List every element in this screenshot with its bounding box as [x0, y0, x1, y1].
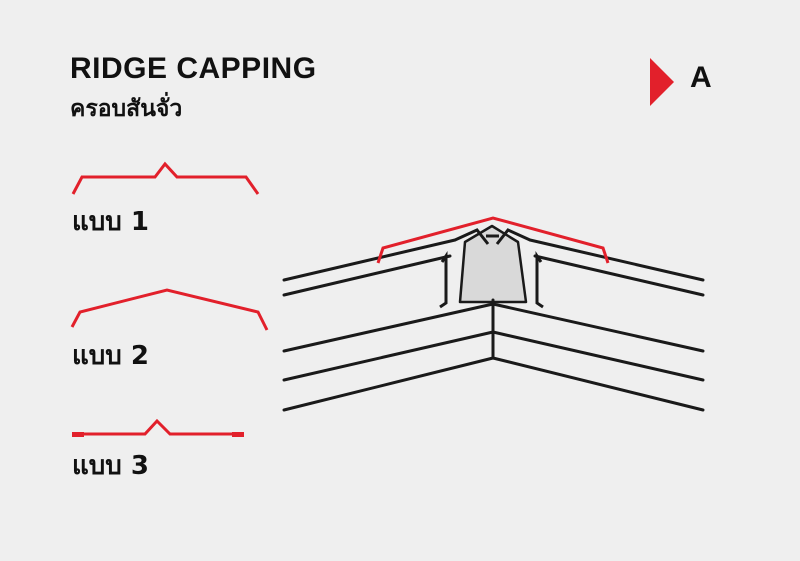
ridge-top-right-fold: [495, 228, 531, 245]
red-triangle-arrow-icon: [650, 58, 674, 106]
ridge-filler-block: [458, 224, 528, 304]
profile-2-label: แบบ 2: [72, 341, 149, 371]
profile-1-shape: [71, 161, 260, 195]
roof-lower-layers: [282, 298, 705, 412]
ridge-capping-red: [376, 216, 610, 264]
section-badge-letter: A: [690, 61, 712, 94]
profile-3-shape: [74, 418, 242, 436]
ridge-brackets: [439, 251, 544, 309]
profile-3-right-hem: [232, 432, 244, 437]
profile-1-label: แบบ 1: [72, 207, 149, 237]
profile-2-shape: [70, 288, 269, 331]
ridge-top-left-fold: [454, 228, 490, 245]
page-subtitle: ครอบสันจั่ว: [70, 96, 183, 122]
profile-3-label: แบบ 3: [72, 451, 149, 481]
profile-3-left-hem: [72, 432, 84, 437]
roof-top-sheets: [282, 238, 705, 297]
page-title: RIDGE CAPPING: [70, 52, 317, 85]
